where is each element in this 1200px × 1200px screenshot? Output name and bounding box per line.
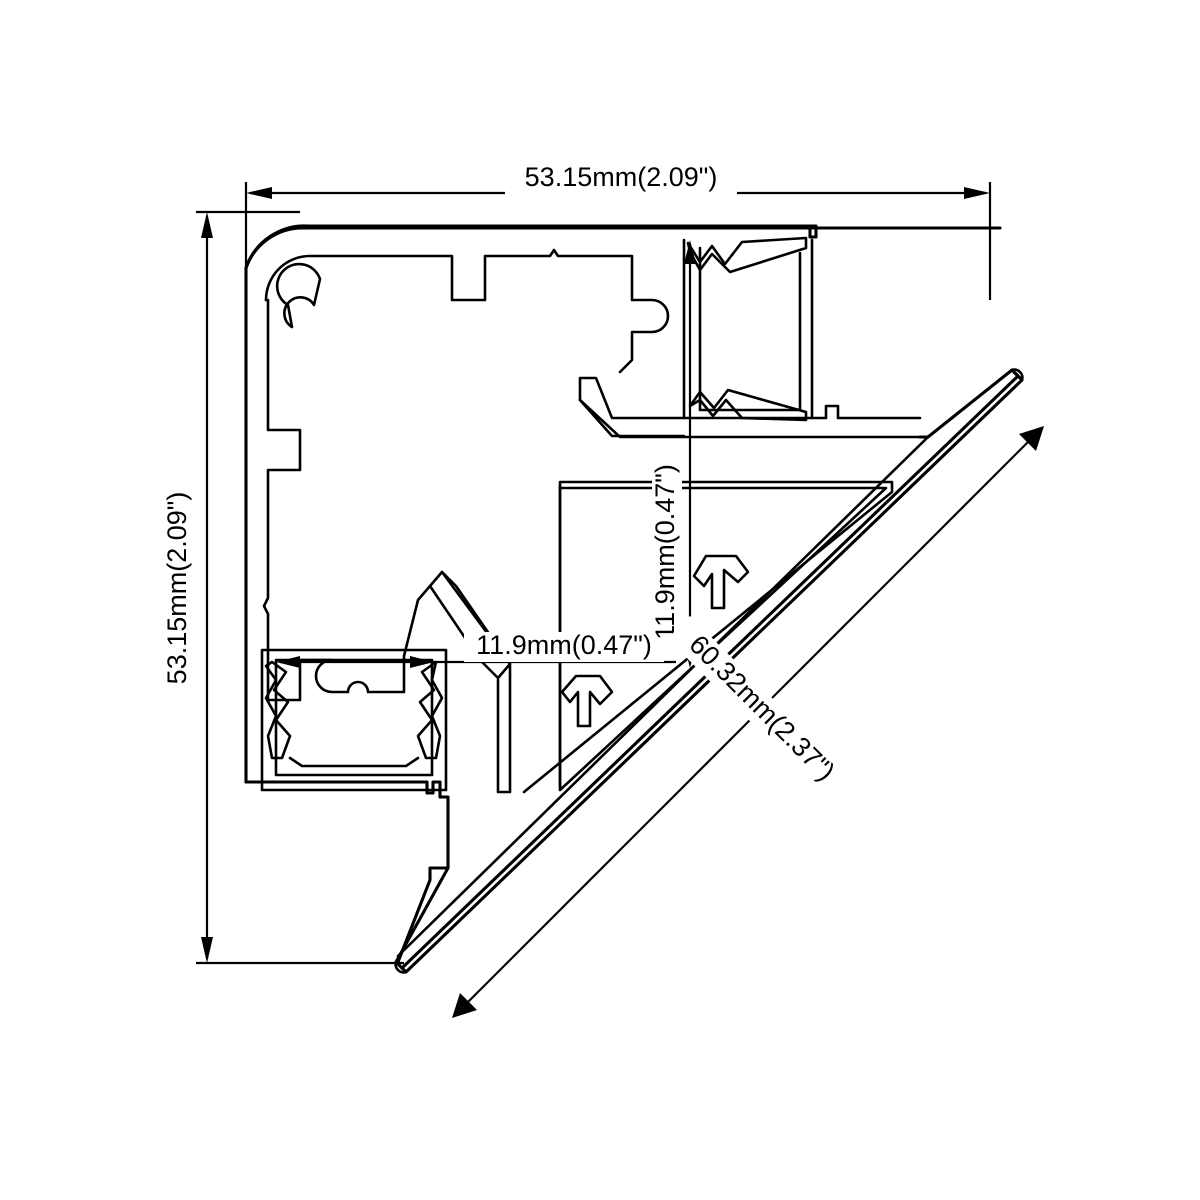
dim-label-height: 53.15mm(2.09") <box>162 492 192 685</box>
dim-label-channel-width: 11.9mm(0.47") <box>476 630 652 660</box>
upper-led-channel <box>682 236 922 422</box>
dimension-channel-width-lower: 11.9mm(0.47") <box>276 630 676 668</box>
dim-line-diagonal <box>455 429 1041 1015</box>
arrow-lower-diagonal <box>452 993 477 1018</box>
dimension-diagonal-flange: 60.32mm(2.37") <box>452 426 1044 1018</box>
lower-led-channel <box>260 648 448 792</box>
dimension-height-overall: 53.15mm(2.09") <box>162 210 404 965</box>
arrow-left-channel-width <box>276 656 300 668</box>
arrow-right-channel-width <box>410 656 434 668</box>
arrow-bottom-height <box>201 937 213 963</box>
diagonal-inner-divider <box>428 570 512 794</box>
mid-shelf-arm <box>578 376 922 439</box>
arrow-left-width <box>246 187 272 199</box>
main-inner-cavity <box>262 248 670 702</box>
arrow-right-width <box>964 187 990 199</box>
dimension-channel-depth-upper: 11.9mm(0.47") <box>650 240 696 668</box>
arrow-top-channel-depth <box>684 240 696 264</box>
arrow-top-height <box>201 212 213 238</box>
dimension-width-overall: 53.15mm(2.09") <box>244 162 992 300</box>
profile-body-outline <box>244 224 1002 964</box>
dim-label-width: 53.15mm(2.09") <box>525 162 718 192</box>
dim-label-channel-depth: 11.9mm(0.47") <box>650 464 680 640</box>
arrow-upper-diagonal <box>1019 426 1044 451</box>
